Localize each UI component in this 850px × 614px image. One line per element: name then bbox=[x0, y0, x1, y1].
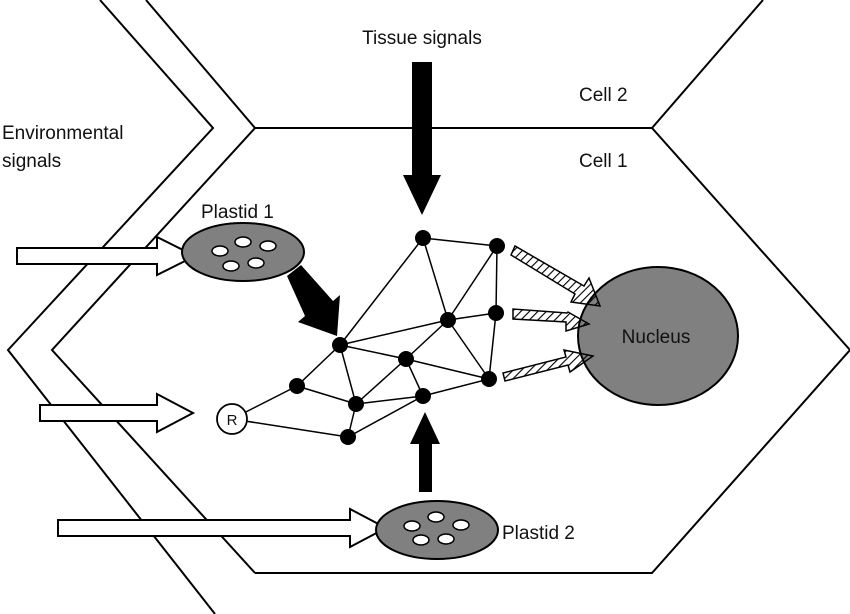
network-node bbox=[488, 305, 504, 321]
network-node bbox=[440, 312, 456, 328]
env-arrow-receptor bbox=[39, 392, 196, 434]
network-node bbox=[489, 238, 505, 254]
plastid-1-signal-arrow bbox=[287, 265, 340, 336]
environmental-signals-label-line2: signals bbox=[2, 151, 61, 172]
network-nodes bbox=[289, 230, 505, 445]
cell-2-wall-inner bbox=[50, 0, 257, 574]
cell-2-edge bbox=[651, 0, 764, 129]
plastid-1-label: Plastid 1 bbox=[201, 202, 274, 223]
plastid-2 bbox=[375, 500, 499, 560]
cell-1-outline bbox=[255, 127, 850, 574]
network-node bbox=[481, 371, 497, 387]
cell-2-label: Cell 2 bbox=[579, 85, 628, 106]
network-node bbox=[332, 337, 348, 353]
network-node bbox=[415, 230, 431, 246]
cell-1-label: Cell 1 bbox=[579, 151, 628, 172]
network-to-nucleus-arrow-middle bbox=[512, 308, 591, 333]
receptor-label: R bbox=[227, 412, 238, 429]
nucleus-label: Nucleus bbox=[622, 327, 691, 348]
network-node bbox=[348, 396, 364, 412]
cell-2-wall-outer bbox=[6, 0, 216, 614]
env-arrow-plastid-1 bbox=[16, 235, 198, 277]
tissue-signals-arrow bbox=[403, 62, 441, 215]
receptor: R bbox=[216, 403, 248, 435]
network-node bbox=[415, 388, 431, 404]
environmental-signals-label-line1: Environmental bbox=[2, 123, 123, 144]
network-to-nucleus-arrow-top bbox=[510, 244, 602, 307]
cell-walls bbox=[6, 0, 850, 614]
plastid-2-label: Plastid 2 bbox=[502, 523, 575, 544]
plastid-1 bbox=[181, 222, 305, 282]
plastid-2-signal-arrow bbox=[410, 412, 440, 492]
network-node bbox=[398, 351, 414, 367]
env-arrow-plastid-2 bbox=[57, 507, 389, 549]
network-to-nucleus-arrow-bottom bbox=[502, 349, 595, 382]
network-node bbox=[289, 378, 305, 394]
nucleus bbox=[577, 266, 739, 406]
network-node bbox=[340, 429, 356, 445]
tissue-signals-label: Tissue signals bbox=[362, 28, 482, 49]
